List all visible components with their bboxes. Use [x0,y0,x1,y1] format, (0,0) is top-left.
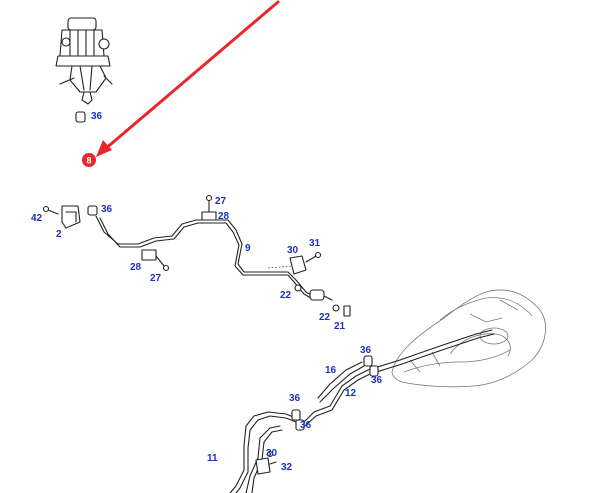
fuel-line-16 [299,329,495,431]
label-28: 28 [130,262,142,273]
label-36: 36 [289,393,301,404]
label-22: 22 [319,312,331,323]
bracket-2 [42,205,81,229]
label-36: 36 [300,420,312,431]
highlight-badge: 8 [82,153,96,167]
label-31: 31 [309,238,321,249]
label-16: 16 [325,365,337,376]
label-28: 28 [218,211,230,222]
filter-housing [55,17,113,105]
label-21: 21 [334,321,346,332]
label-30: 30 [266,448,278,459]
label-12: 12 [345,388,357,399]
label-36: 36 [91,111,103,122]
bracket-30-lower [255,450,277,475]
pointer-arrow [96,0,280,157]
label-36: 36 [101,204,113,215]
label-27: 27 [150,273,162,284]
label-32: 32 [281,462,293,473]
label-36: 36 [360,345,372,356]
clip-28-upper [201,194,217,221]
hose-8 [74,111,98,216]
label-36: 36 [371,375,383,386]
fuel-tank [391,289,546,388]
label-42: 42 [31,213,43,224]
label-30: 30 [287,245,299,256]
fuel-line-9 [95,215,317,301]
connector-22 [294,284,351,317]
label-2: 2 [56,229,62,240]
part-labels: 36 36 42 2 27 28 9 30 31 28 27 22 22 21 … [31,111,383,473]
highlight-label: 8 [86,156,91,166]
fuel-line-11 [229,409,305,493]
label-9: 9 [245,243,251,254]
clip-28-lower [141,249,170,272]
label-27: 27 [215,196,227,207]
label-22: 22 [280,290,292,301]
label-11: 11 [207,453,218,464]
bracket-30-upper [267,251,322,275]
